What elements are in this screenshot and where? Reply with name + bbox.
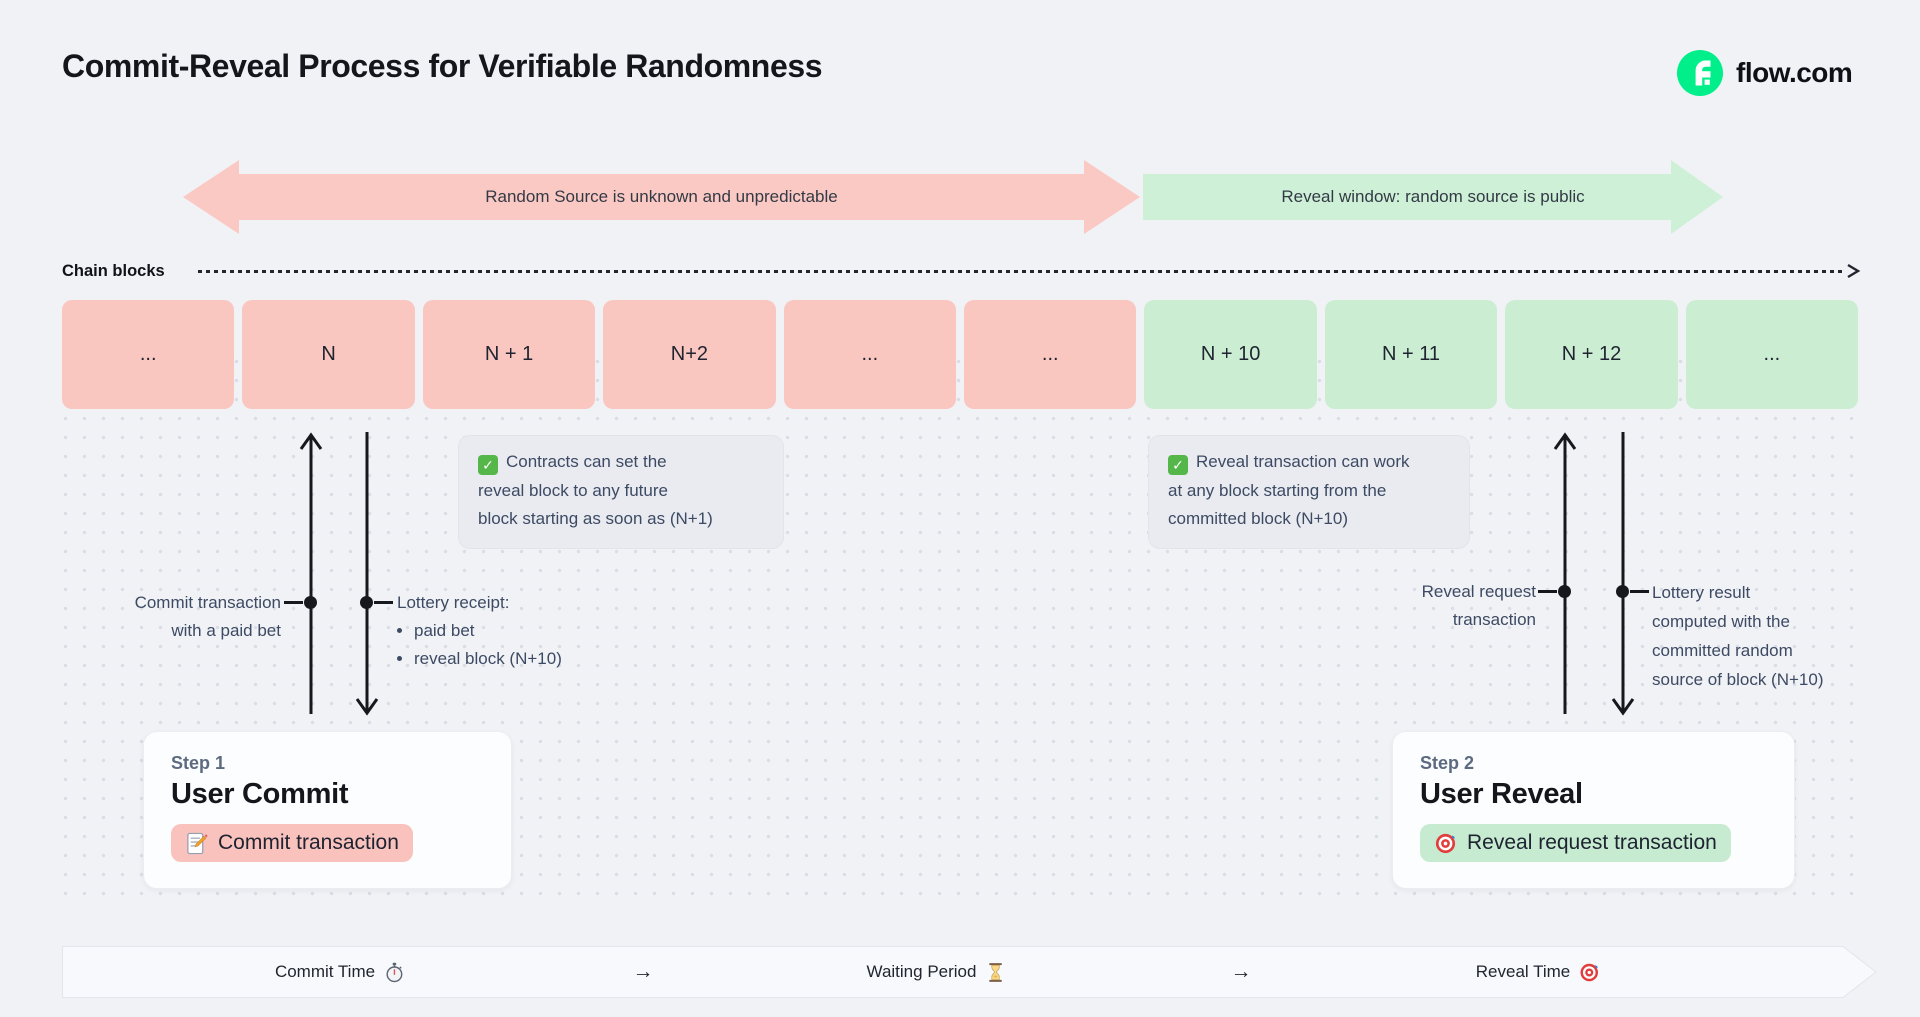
callout-line: Contracts can set the <box>506 452 667 471</box>
flow-logo[interactable]: flow.com <box>1677 50 1853 96</box>
hourglass-icon <box>985 962 1005 983</box>
receipt-bullet: paid bet <box>414 617 657 645</box>
brand-name: flow.com <box>1736 57 1853 88</box>
chain-block: N+2 <box>603 300 776 409</box>
commit-tx-label: Commit transaction with a paid bet <box>134 593 281 640</box>
timeline-bar <box>62 946 1877 998</box>
step-eyebrow: Step 2 <box>1420 753 1475 773</box>
commit-phase-arrow: Random Source is unknown and unpredictab… <box>183 160 1140 234</box>
timeline-arrow: → <box>632 960 654 983</box>
connector-tick <box>1630 590 1649 593</box>
chain-block: ... <box>783 300 957 409</box>
connector-tick <box>284 601 303 604</box>
chain-blocks-label: Chain blocks <box>62 262 165 280</box>
chain-block: ... <box>1685 300 1859 409</box>
commit-up-arrow <box>299 432 323 714</box>
connector-dot <box>1616 585 1629 598</box>
reveal-request-label: Reveal request transaction <box>1421 582 1536 629</box>
page-title: Commit-Reveal Process for Verifiable Ran… <box>62 48 823 84</box>
pill-label: Commit transaction <box>218 831 399 854</box>
timeline-reveal-time: Reveal Time <box>1476 957 1600 987</box>
chain-block: ... <box>62 300 235 409</box>
chain-block: N + 12 <box>1505 300 1678 409</box>
callout-line: at any block starting from the <box>1168 480 1387 500</box>
step-title: User Reveal <box>1420 778 1583 810</box>
pill-label: Reveal request transaction <box>1467 831 1717 854</box>
lottery-result-label: Lottery result computed with the committ… <box>1652 583 1824 689</box>
connector-dot <box>360 596 373 609</box>
connector-dot <box>304 596 317 609</box>
chain-dotted-line <box>198 270 1846 273</box>
reveal-up-arrow <box>1553 432 1577 714</box>
step-title: User Commit <box>171 778 349 810</box>
connector-tick <box>374 601 393 604</box>
check-icon: ✓ <box>1168 455 1188 475</box>
memo-icon <box>185 832 208 855</box>
chain-block: N + 1 <box>422 300 596 409</box>
chain-block: N + 11 <box>1324 300 1498 409</box>
timeline-waiting-period: Waiting Period <box>867 957 1006 987</box>
commit-transaction-pill: Commit transaction <box>171 824 413 862</box>
reveal-phase-label: Reveal window: random source is public <box>1281 187 1585 206</box>
timeline-commit-time: Commit Time <box>275 957 405 987</box>
target-icon <box>1579 962 1600 983</box>
chain-block: N <box>242 300 415 409</box>
commit-phase-label: Random Source is unknown and unpredictab… <box>485 187 838 206</box>
timeline-label: Commit Time <box>274 962 376 981</box>
lottery-receipt-label: Lottery receipt: paid bet reveal block (… <box>397 589 657 673</box>
connector-dot <box>1558 585 1571 598</box>
connector-tick <box>1538 590 1557 593</box>
stopwatch-icon <box>384 962 405 983</box>
receipt-bullet: reveal block (N+10) <box>414 645 657 673</box>
callout-line: block starting as soon as (N+1) <box>478 509 713 528</box>
callout-line: reveal block to any future <box>478 480 668 500</box>
check-icon: ✓ <box>478 455 498 475</box>
target-icon <box>1434 832 1457 855</box>
chain-block: ... <box>964 300 1137 409</box>
receipt-down-arrow <box>355 432 379 716</box>
step-eyebrow: Step 1 <box>171 753 226 773</box>
chain-block: N + 10 <box>1144 300 1317 409</box>
step-2-card: Step 2 User Reveal Reveal request transa… <box>1392 731 1795 889</box>
chain-blocks-row: ... N N + 1 N+2 ... ... N + 10 N + 11 N … <box>62 300 1859 409</box>
reveal-phase-arrow: Reveal window: random source is public <box>1143 160 1723 234</box>
callout-line: Reveal transaction can work <box>1196 452 1410 471</box>
commit-callout: ✓ Contracts can set the reveal block to a… <box>458 435 784 549</box>
chain-arrow-icon <box>1847 263 1861 279</box>
timeline-label: Waiting Period <box>866 962 977 981</box>
timeline-label: Reveal Time <box>1475 962 1571 981</box>
timeline-arrow: → <box>1230 960 1252 983</box>
result-down-arrow <box>1611 432 1635 716</box>
callout-line: committed block (N+10) <box>1168 509 1348 528</box>
reveal-callout: ✓ Reveal transaction can work at any bloc… <box>1148 435 1470 549</box>
reveal-request-pill: Reveal request transaction <box>1420 824 1731 862</box>
step-1-card: Step 1 User Commit Commit transaction <box>143 731 512 889</box>
flow-logo-icon <box>1677 50 1723 96</box>
